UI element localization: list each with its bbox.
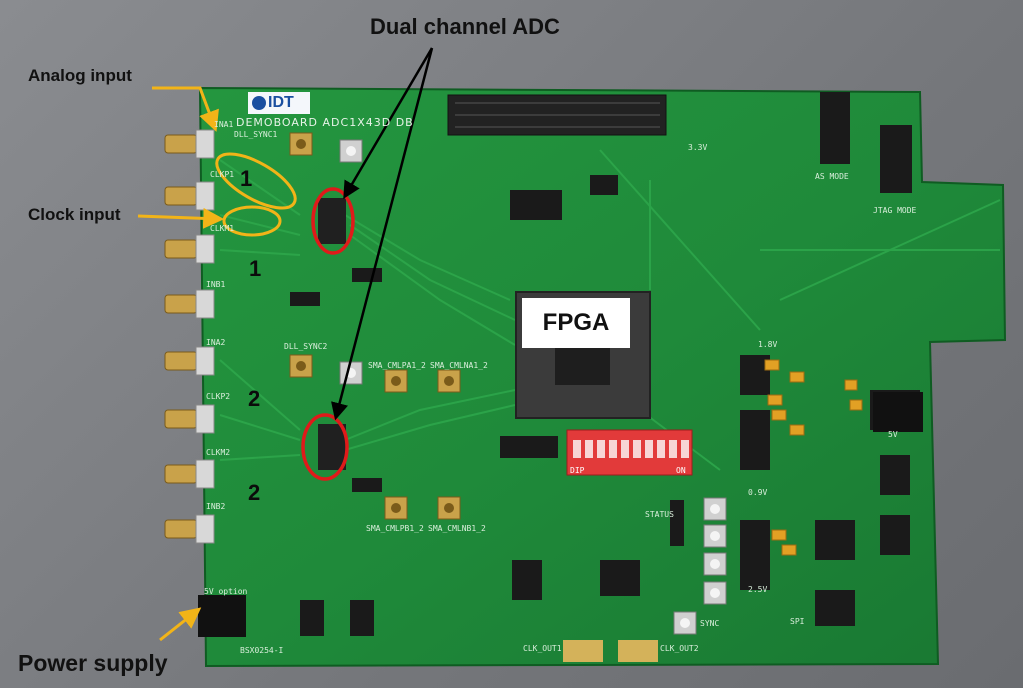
silk-sma-cmlna1: SMA_CMLNA1_2 — [430, 361, 488, 370]
silk-0v9: 0.9V — [748, 488, 768, 497]
silk-5v: 5V — [888, 430, 898, 439]
silk-spi: SPI — [790, 617, 805, 626]
channel-number: 1 — [249, 256, 262, 281]
channel-number: 2 — [248, 480, 261, 505]
annotation-title: Dual channel ADC — [370, 14, 560, 39]
silk-sma-cmlnb1: SMA_CMLNB1_2 — [428, 524, 486, 533]
silk-ina2: INA2 — [206, 338, 226, 347]
annotation-power-supply: Power supply — [18, 650, 168, 676]
idt-logo: IDT — [248, 92, 310, 114]
silk-5v-option: 5V option — [204, 587, 248, 596]
channel-number: 1 — [240, 166, 253, 191]
silk-dip: DIP — [570, 466, 585, 475]
silk-inb1: INB1 — [206, 280, 226, 289]
silk-ina1: INA1 — [214, 120, 234, 129]
silk-inb2: INB2 — [206, 502, 226, 511]
silk-sma-cmlpb1: SMA_CMLPB1_2 — [366, 524, 424, 533]
silk-2v5: 2.5V — [748, 585, 768, 594]
silk-as-mode: AS MODE — [815, 172, 849, 181]
silk-clkp2: CLKP2 — [206, 392, 231, 401]
silk-sync: SYNC — [700, 619, 720, 628]
idt-logo-mark-icon — [252, 96, 266, 110]
channel-number: 2 — [248, 386, 261, 411]
silk-clk-out1: CLK_OUT1 — [523, 644, 562, 653]
silk-status: STATUS — [645, 510, 674, 519]
silk-3v3: 3.3V — [688, 143, 708, 152]
silk-clk-out2: CLK_OUT2 — [660, 644, 699, 653]
silk-clkm2: CLKM2 — [206, 448, 231, 457]
silk-sma-cmlpa1: SMA_CMLPA1_2 — [368, 361, 426, 370]
power-jack — [198, 595, 246, 637]
silk-dll-sync2: DLL_SYNC2 — [284, 342, 328, 351]
annotation-analog-input: Analog input — [28, 66, 132, 85]
annotation-clock-input: Clock input — [28, 205, 121, 224]
silk-on: ON — [676, 466, 686, 475]
silk-clkm1: CLKM1 — [210, 224, 235, 233]
sma-connectors — [164, 129, 215, 544]
silk-jtag-mode: JTAG MODE — [873, 206, 917, 215]
board-name: DEMOBOARD ADC1X43D DB — [236, 116, 414, 129]
silk-1v8: 1.8V — [758, 340, 778, 349]
silk-bsx: BSX0254-I — [240, 646, 284, 655]
silk-clkp1: CLKP1 — [210, 170, 235, 179]
silk-dll-sync1: DLL_SYNC1 — [234, 130, 278, 139]
idt-logo-text: IDT — [268, 94, 294, 111]
pcb-traces — [219, 149, 1001, 471]
annotation-fpga: FPGA — [522, 298, 630, 348]
